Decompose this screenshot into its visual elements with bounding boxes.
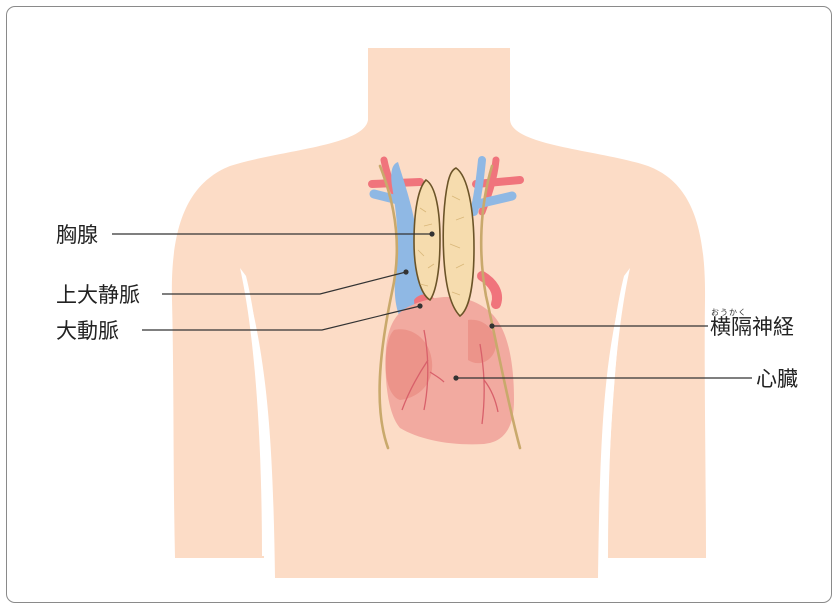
thymus-leader-dot (430, 232, 434, 236)
svc-leader-dot (404, 270, 408, 274)
heart-leader-dot (454, 376, 458, 380)
phrenic-leader-dot (490, 324, 494, 328)
heart (386, 297, 514, 445)
label-superior-vena-cava: 上大静脈 (56, 283, 140, 307)
label-heart: 心臓 (756, 367, 798, 391)
label-phrenic-nerve: 横隔神経 (710, 315, 794, 339)
label-aorta: 大動脈 (56, 319, 119, 343)
aorta-leader-dot (418, 304, 422, 308)
label-thymus: 胸腺 (56, 223, 98, 247)
